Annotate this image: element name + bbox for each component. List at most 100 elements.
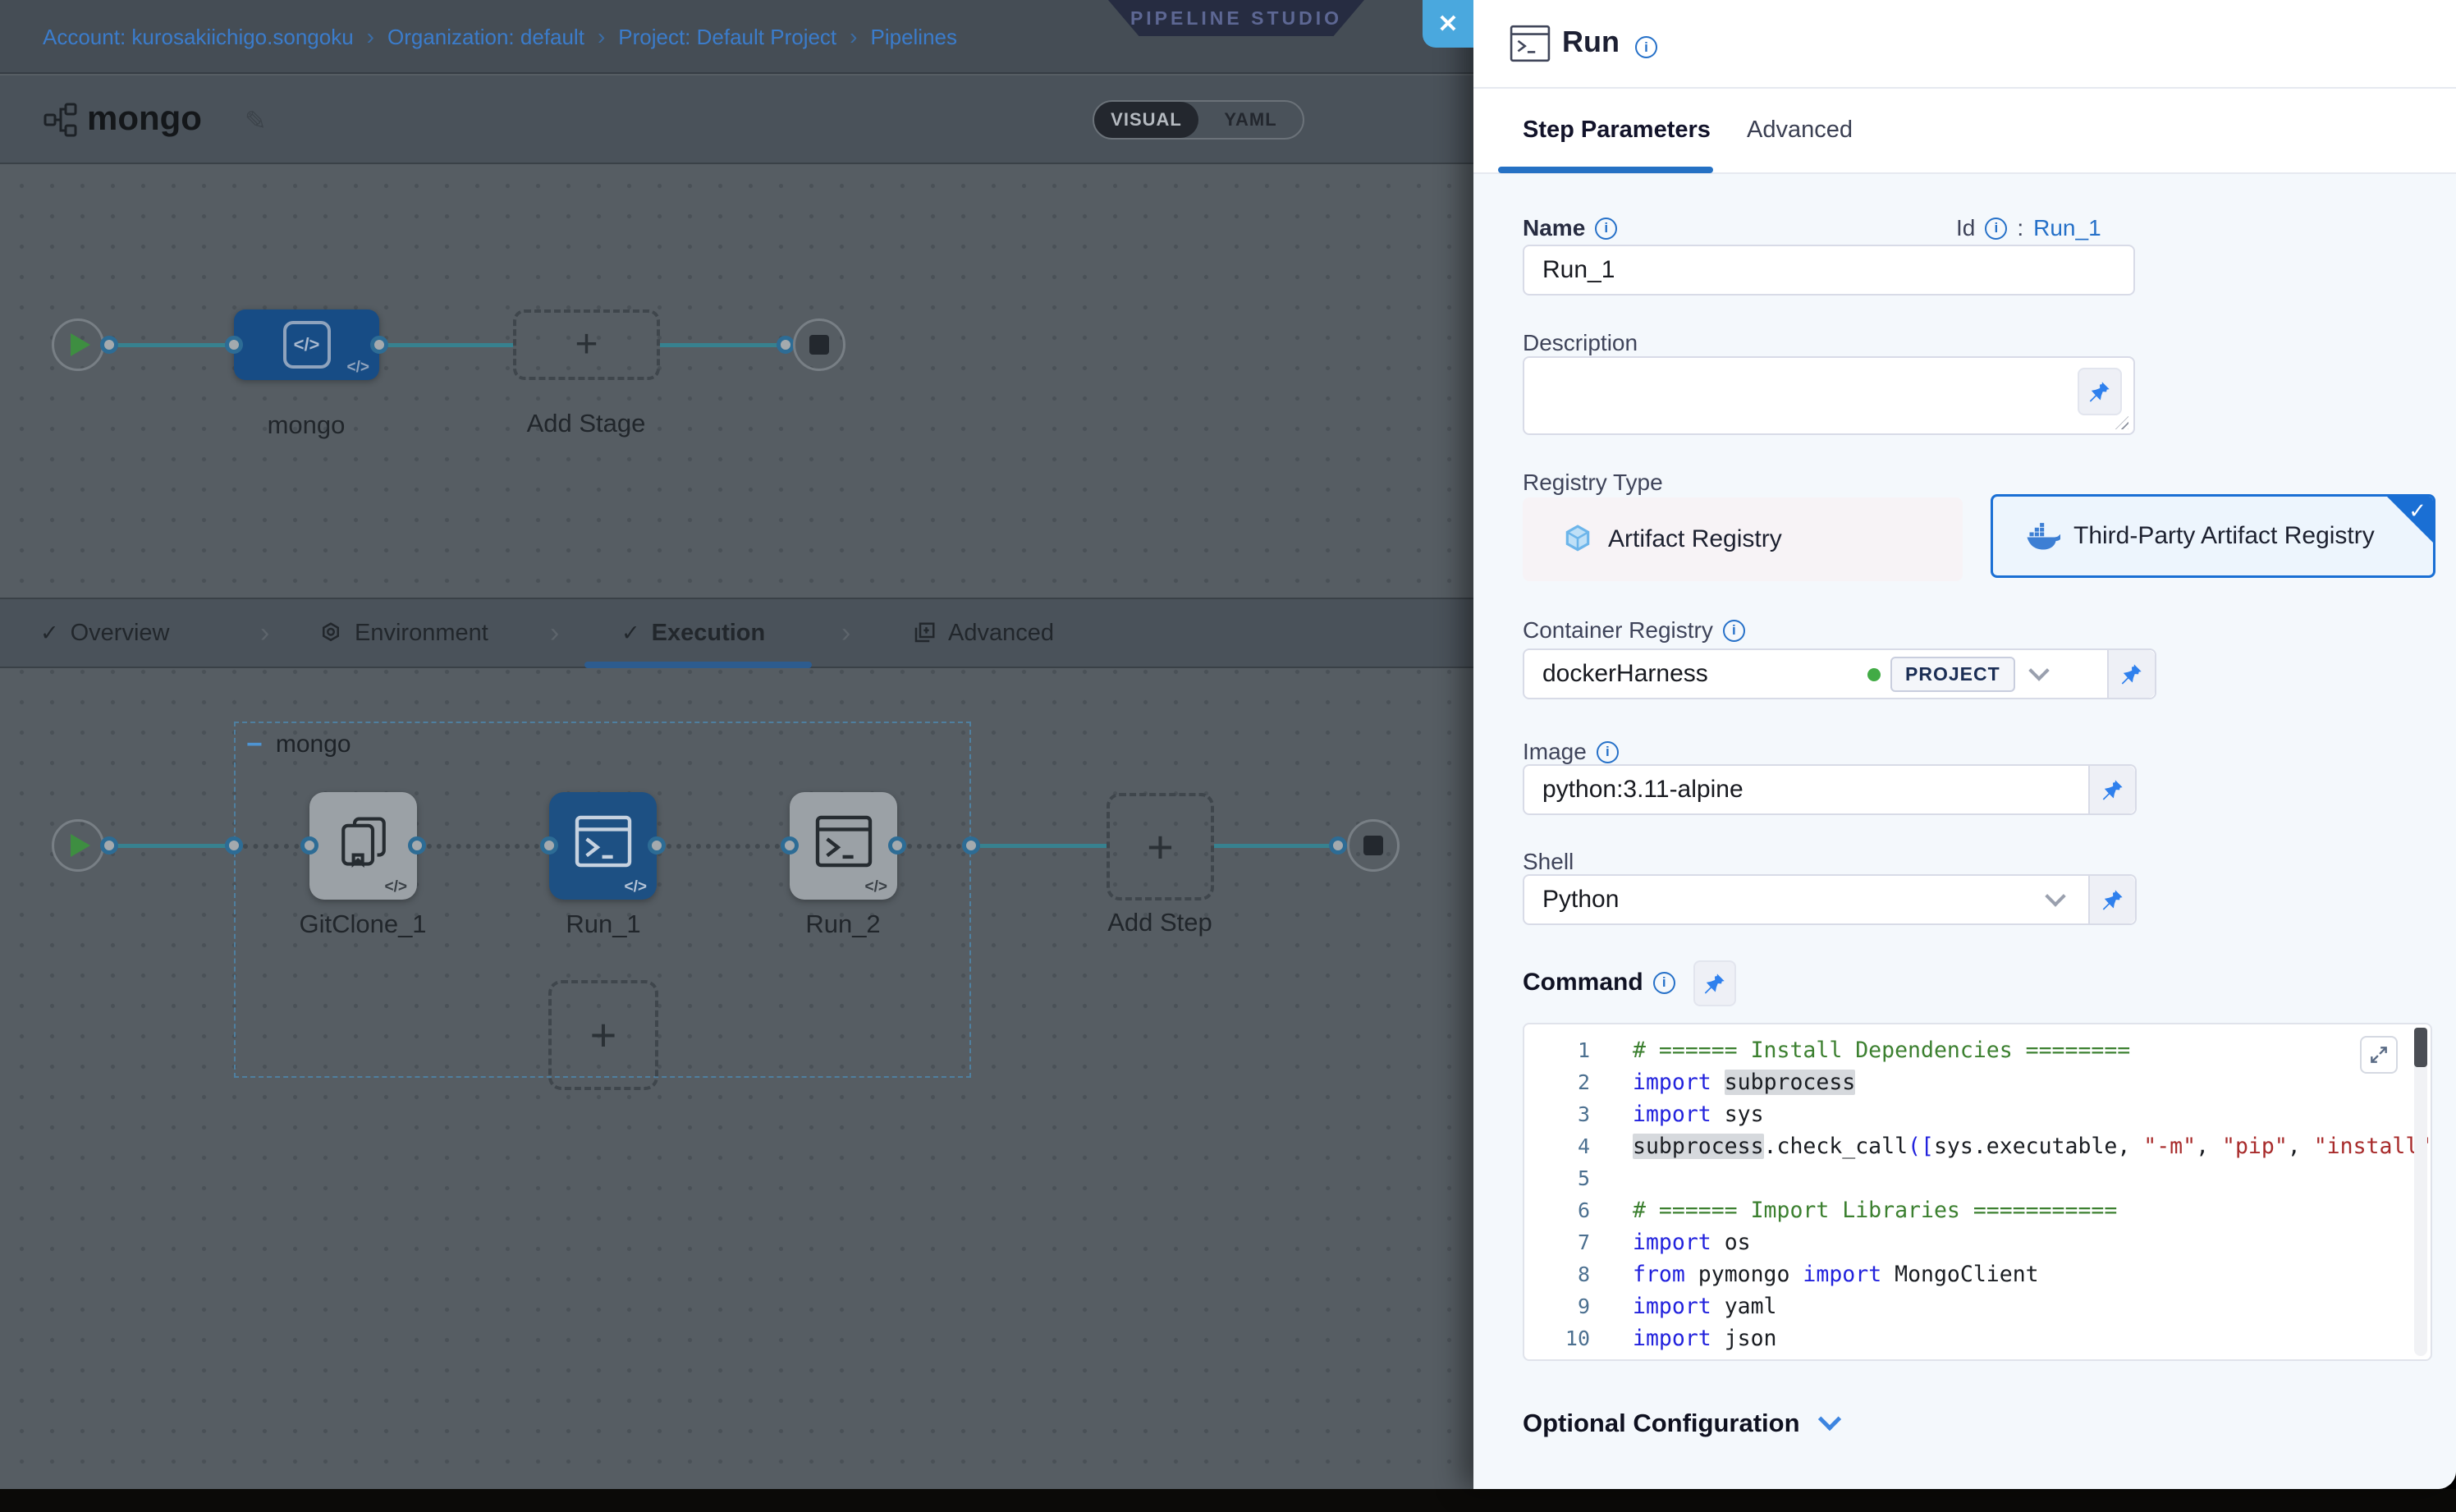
name-input[interactable]: Run_1 (1523, 245, 2135, 296)
expand-icon (2371, 1047, 2387, 1063)
stop-icon (1363, 836, 1383, 855)
step-node-run-1[interactable]: </> (549, 792, 657, 900)
code-line[interactable]: 1# ====== Install Dependencies ======== (1524, 1034, 2431, 1066)
collapse-group-icon[interactable]: − (246, 729, 263, 760)
pipeline-canvas: </> </> + mongo Add Stage ✓ Overview › (0, 166, 1473, 1489)
step-node-gitclone-1[interactable]: </> (309, 792, 417, 900)
add-parallel-step-node[interactable]: + (548, 980, 658, 1090)
description-label: Description (1523, 330, 1638, 355)
pin-runtime-input-button[interactable] (2088, 876, 2135, 923)
pin-icon (2102, 780, 2123, 800)
desktop-edge (0, 1489, 2456, 1512)
toggle-visual[interactable]: VISUAL (1094, 102, 1198, 138)
info-icon[interactable]: i (1596, 740, 1619, 763)
chevron-down-icon[interactable] (2028, 660, 2050, 681)
panel-header: Run i (1473, 0, 2456, 89)
pin-runtime-input-button[interactable] (2078, 368, 2122, 415)
container-registry-label: Container Registry i (1523, 617, 1745, 644)
port (225, 336, 243, 354)
stage-node-mongo[interactable]: </> </> (234, 309, 379, 380)
description-textarea[interactable] (1523, 356, 2135, 435)
id-value[interactable]: Run_1 (2033, 215, 2101, 241)
edge (109, 844, 234, 848)
tab-overview[interactable]: ✓ Overview (40, 619, 170, 646)
breadcrumb-pipelines[interactable]: Pipelines (870, 24, 957, 49)
editor-scrollbar[interactable] (2414, 1028, 2427, 1356)
pin-runtime-input-button[interactable] (1693, 960, 1736, 1006)
container-registry-input[interactable]: dockerHarness PROJECT (1523, 648, 2156, 699)
step-config-panel: Run i Apply Changes Discard Step Paramet… (1473, 0, 2456, 1489)
info-icon[interactable]: i (1635, 36, 1657, 58)
code-badge-icon: </> (624, 878, 647, 896)
edge-dotted (243, 844, 309, 849)
tab-separator-icon: › (550, 616, 560, 648)
port (648, 836, 666, 855)
pin-icon (2121, 664, 2142, 685)
execution-start-node (52, 819, 104, 872)
tab-execution[interactable]: ✓ Execution (621, 619, 766, 646)
breadcrumb: Account: kurosakiichigo.songoku › Organi… (43, 0, 957, 74)
port (225, 836, 243, 855)
registry-option-artifact[interactable]: Artifact Registry (1523, 497, 1963, 581)
pin-runtime-input-button[interactable] (2107, 650, 2155, 698)
shell-select[interactable]: Python (1523, 874, 2137, 925)
info-icon[interactable]: i (1595, 217, 1618, 240)
scrollbar-thumb[interactable] (2414, 1028, 2427, 1067)
tab-advanced[interactable]: Advanced (912, 599, 1054, 667)
panel-title: Run (1562, 25, 1620, 58)
line-number: 8 (1577, 1262, 1590, 1286)
registry-option-third-party[interactable]: Third-Party Artifact Registry ✓ (1991, 494, 2435, 578)
code-line[interactable]: 6# ====== Import Libraries =========== (1524, 1194, 2431, 1226)
code-line[interactable]: 5 (1524, 1162, 2431, 1194)
environment-icon (323, 622, 339, 642)
expand-editor-button[interactable] (2360, 1036, 2398, 1074)
edge-dotted (897, 844, 971, 849)
add-step-node[interactable]: + (1107, 793, 1214, 900)
image-input[interactable]: python:3.11-alpine (1523, 764, 2137, 815)
line-number: 7 (1577, 1230, 1590, 1254)
breadcrumb-account[interactable]: Account: kurosakiichigo.songoku (43, 24, 354, 49)
toggle-yaml[interactable]: YAML (1224, 109, 1277, 130)
command-code-editor[interactable]: 1# ====== Install Dependencies ========2… (1523, 1023, 2432, 1361)
plus-icon: + (1147, 820, 1174, 873)
breadcrumb-separator-icon: › (597, 24, 606, 49)
info-icon[interactable]: i (1652, 971, 1675, 994)
breadcrumb-organization[interactable]: Organization: default (387, 24, 584, 49)
active-tab-underline (584, 662, 812, 668)
name-label: Name i (1523, 215, 1618, 241)
line-number: 5 (1577, 1166, 1590, 1190)
step-node-run-2[interactable]: </> (790, 792, 897, 900)
panel-tabs: Step Parameters Advanced (1473, 89, 2456, 174)
top-bar: Account: kurosakiichigo.songoku › Organi… (0, 0, 1473, 74)
panel-content: Name i Id i : Run_1 Run_1 Description (1473, 174, 2456, 1489)
pin-runtime-input-button[interactable] (2088, 766, 2135, 813)
port (370, 336, 388, 354)
resize-handle[interactable] (2115, 416, 2128, 429)
code-badge-icon: </> (864, 878, 887, 896)
selected-corner (2387, 497, 2433, 543)
pin-icon (2102, 890, 2123, 910)
add-stage-node[interactable]: + (513, 309, 660, 380)
optional-configuration-toggle[interactable]: Optional Configuration (1523, 1407, 1841, 1438)
close-panel-button[interactable]: ✕ (1423, 0, 1473, 48)
stage-config-tabs: ✓ Overview › Environment › ✓ Execution › (0, 598, 1473, 668)
registry-type-label: Registry Type (1523, 470, 1663, 495)
tab-advanced[interactable]: Advanced (1747, 117, 1853, 143)
info-icon[interactable]: i (1722, 619, 1745, 642)
info-icon[interactable]: i (1985, 217, 2008, 240)
tab-environment[interactable]: Environment (318, 599, 488, 667)
edit-pipeline-name-icon[interactable]: ✎ (245, 106, 267, 135)
plus-icon: + (575, 323, 598, 366)
line-number: 6 (1577, 1198, 1590, 1222)
breadcrumb-project[interactable]: Project: Default Project (618, 24, 837, 49)
pin-icon (1704, 974, 1725, 994)
run-step-icon (1510, 25, 1551, 62)
tab-step-parameters[interactable]: Step Parameters (1523, 117, 1711, 143)
